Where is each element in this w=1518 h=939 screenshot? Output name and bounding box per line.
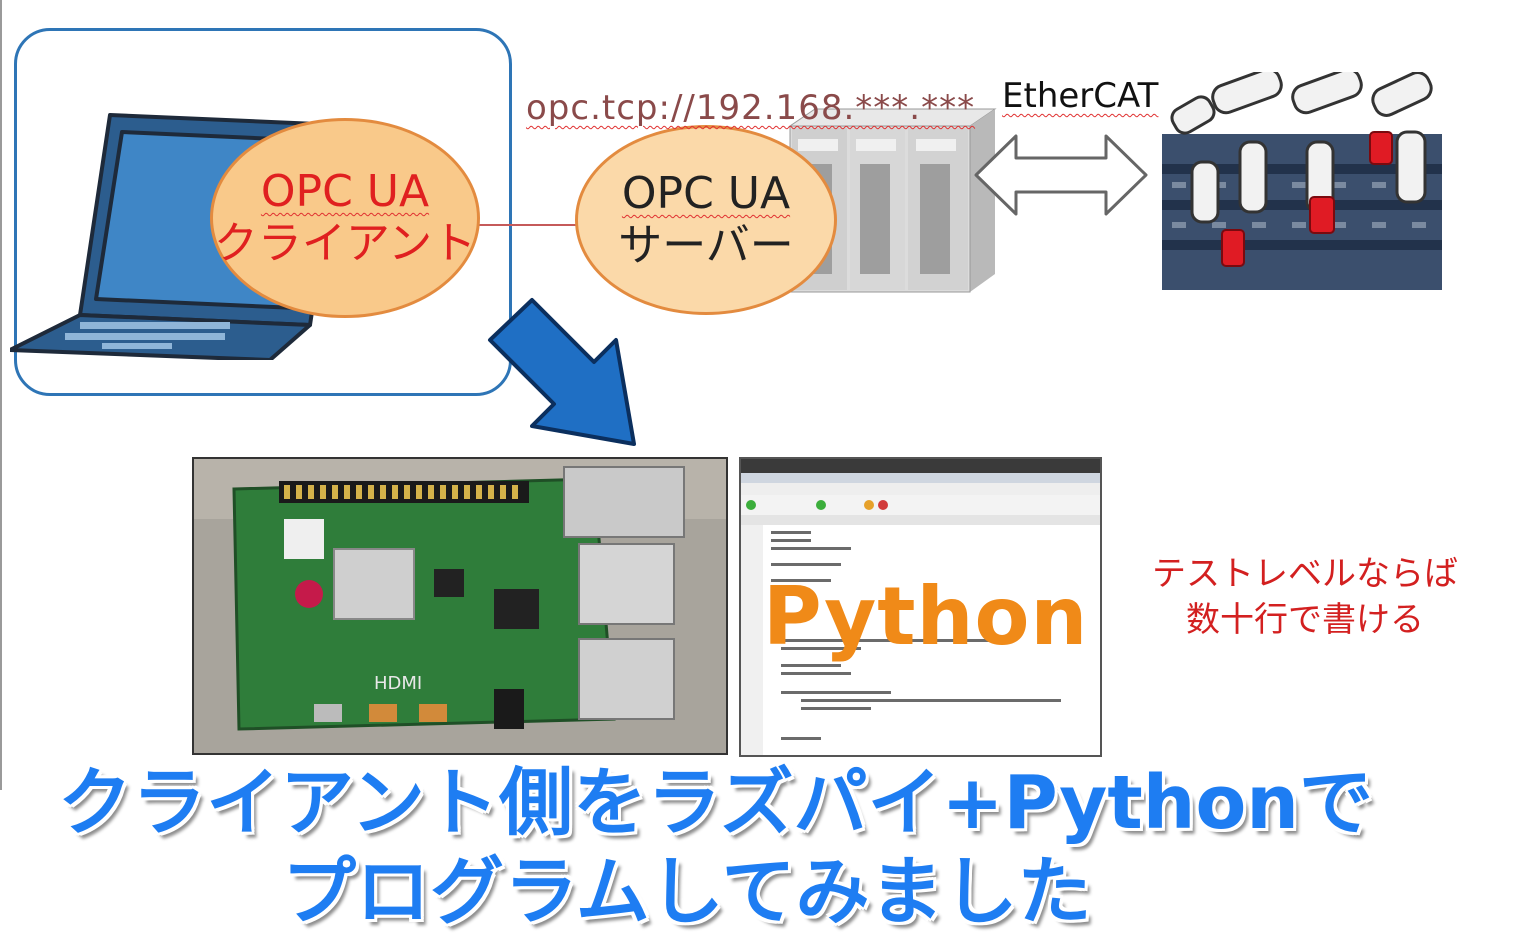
server-ellipse: OPC UA サーバー [575, 125, 837, 315]
client-label-line1: OPC UA [260, 166, 430, 218]
test-note: テストレベルならば 数十行で書ける [1140, 552, 1470, 644]
ethercat-label: EtherCAT [1002, 76, 1159, 116]
test-note-line2: 数十行で書ける [1186, 599, 1424, 640]
headline-line2: プログラムしてみました [282, 849, 1092, 935]
server-label-line1: OPC UA [621, 168, 791, 220]
svg-text:HDMI: HDMI [374, 673, 422, 694]
server-label-line2: サーバー [618, 220, 794, 271]
opc-endpoint-url: opc.tcp://192.168.***.*** [526, 88, 976, 128]
client-ellipse: OPC UA クライアント [210, 118, 480, 318]
down-arrow-icon [488, 298, 636, 446]
connection-line [470, 224, 585, 226]
headline-line1: クライアント側をラズパイ+Pythonで [58, 760, 1373, 846]
double-arrow-icon [974, 134, 1148, 216]
robot-arms-icon [1162, 72, 1442, 290]
python-ide-screenshot [739, 457, 1102, 757]
left-divider [0, 0, 2, 790]
client-label-line2: クライアント [213, 218, 477, 269]
python-overlay-text: Python [763, 570, 1089, 663]
raspberry-pi-photo: HDMI [192, 457, 728, 755]
test-note-line1: テストレベルならば [1152, 554, 1458, 594]
